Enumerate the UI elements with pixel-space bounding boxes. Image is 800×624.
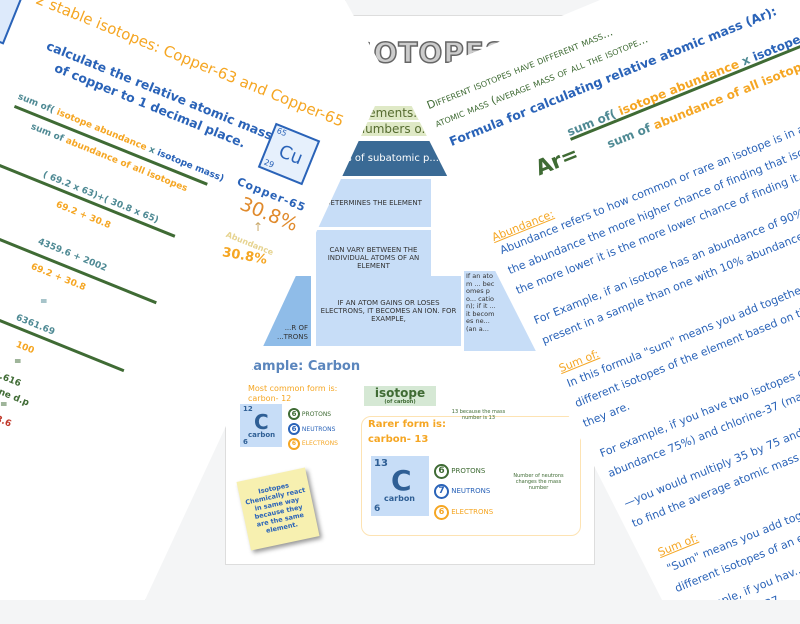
neutrons-label: NEUTRONS [451, 487, 491, 495]
carbon-13-tile: 13 C carbon 6 [371, 456, 429, 516]
isotope-tag: isotope(of carbon) [364, 386, 436, 406]
isotope-tag-sub: (of carbon) [384, 399, 416, 405]
protons-label: PROTONS [451, 467, 486, 475]
element-name: carbon [248, 431, 276, 439]
c12-protons: 6 PROTONS [288, 408, 331, 420]
rarer-label: Rarer form is: [368, 419, 447, 430]
sticky-note: Isotopes Chemically react in same way be… [236, 467, 320, 551]
atomic-number: 6 [374, 504, 381, 514]
electrons-label: ELECTRONS [451, 508, 494, 516]
c12-electrons: 6 ELECTRONS [288, 438, 338, 450]
common-label: Most common form is: [248, 384, 338, 393]
table-cell-row2: can vary between the individual atoms of… [316, 230, 431, 285]
electrons-label: ELECTRONS [301, 440, 338, 447]
arrow-up-icon: ↑ [253, 220, 264, 234]
equals-1: = [40, 297, 48, 307]
atomic-number: 6 [243, 438, 248, 446]
ar-label: Ar= [532, 141, 582, 181]
sum-of: sum of( [16, 92, 56, 116]
electrons-count: 6 [288, 438, 300, 450]
carbon-12-tile: 12 C carbon 6 [240, 404, 282, 447]
element-tile-partial [0, 0, 34, 45]
result: 63.616 [0, 367, 23, 390]
carbon-13-panel [361, 416, 581, 536]
isotope-tag-label: isotope [374, 386, 426, 400]
neutrons-label: NEUTRONS [301, 426, 336, 433]
c13-protons: 6 PROTONS [434, 464, 485, 479]
atomic-number: 29 [262, 157, 276, 170]
final-answer: 63.6 [0, 412, 13, 430]
neutrons-count: 7 [434, 484, 449, 499]
protons-label: PROTONS [301, 411, 332, 418]
neutrons-count: 6 [288, 423, 300, 435]
protons-count: 6 [434, 464, 449, 479]
example-title: Example: Carbon [236, 359, 361, 374]
fraction-line [0, 234, 157, 305]
table-cell-row3: If an atom gains or loses electrons, it … [316, 276, 461, 346]
step3-denominator: 100 [14, 340, 36, 357]
c13-neutrons: 7 NEUTRONS [434, 484, 490, 499]
mass-number: 12 [243, 405, 253, 413]
element-symbol: Cu [275, 140, 306, 170]
element-symbol: C [254, 410, 269, 434]
table-cell-row3-right: If an atom ... becomes po... cation); if… [466, 272, 496, 333]
neutron-note: Number of neutrons changes the mass numb… [513, 473, 564, 491]
protons-count: 6 [288, 408, 300, 420]
step2-denominator: 69.2 + 30.8 [29, 262, 87, 294]
element-symbol: C [391, 464, 412, 497]
c12-neutrons: 6 NEUTRONS [288, 423, 335, 435]
times: x [147, 144, 157, 157]
element-name: carbon [384, 494, 416, 503]
mass-number: 65 [275, 126, 289, 139]
equals-2: = [14, 357, 22, 367]
sum-of: sum of [605, 120, 653, 151]
c13-electrons: 6 ELECTRONS [434, 505, 493, 520]
rarer-note: 13 because the mass number is 13 [451, 409, 506, 421]
electrons-count: 6 [434, 505, 449, 520]
mass-number: 13 [374, 458, 388, 469]
rarer-label-2: carbon- 13 [368, 434, 429, 445]
common-label-2: carbon- 12 [248, 394, 292, 403]
equals-3: = [0, 400, 8, 410]
